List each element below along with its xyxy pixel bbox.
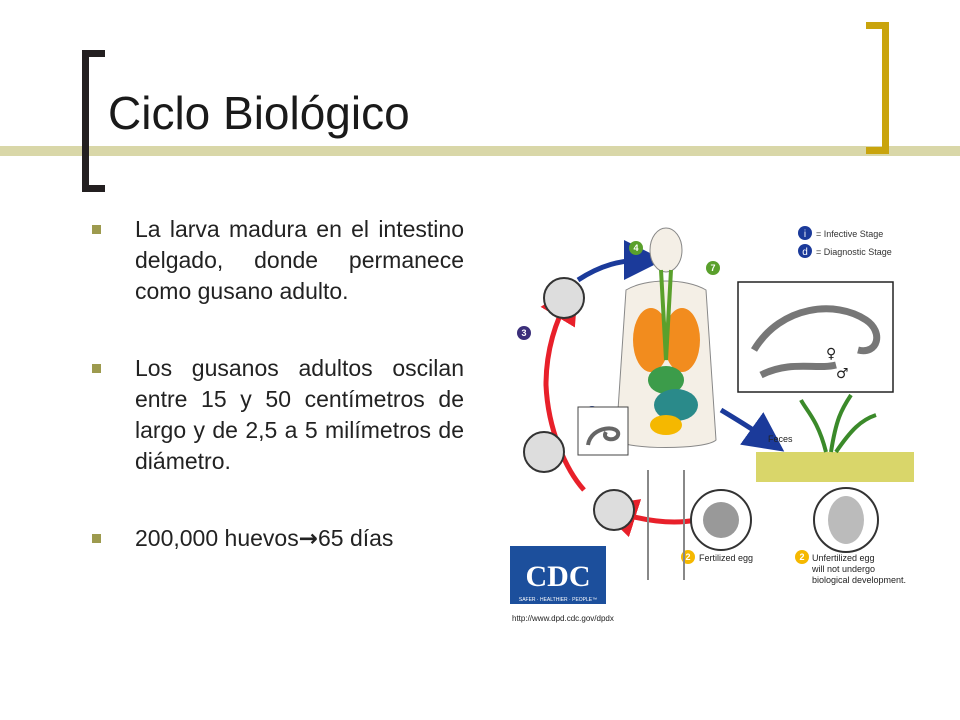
step-2-fertilized: 2 xyxy=(685,552,690,562)
soil-with-grass: Feces xyxy=(756,393,914,482)
diagnostic-symbol: d xyxy=(802,247,808,258)
left-bracket xyxy=(82,50,105,192)
female-icon: ♀ xyxy=(826,346,836,362)
legend-diagnostic-text: = Diagnostic Stage xyxy=(816,247,892,257)
right-arrow-icon: → xyxy=(298,526,318,552)
cdc-logo: CDC SAFER · HEALTHIER · PEOPLE™ http://w… xyxy=(510,546,614,623)
cycle-arrow-red xyxy=(540,282,586,492)
fertilized-label: Fertilized egg xyxy=(699,553,753,563)
step-3: 3 xyxy=(521,328,526,338)
legend: i = Infective Stage d = Diagnostic Stage xyxy=(798,226,892,258)
step-7: 7 xyxy=(710,263,715,273)
egg-zoom: Fertilized egg Unfertilized egg will not… xyxy=(690,487,906,585)
step-2-unfertilized: 2 xyxy=(799,552,804,562)
legend-infective-text: = Infective Stage xyxy=(816,229,883,239)
bullet-text-after: 65 días xyxy=(317,525,394,551)
unfertilized-label-1: Unfertilized egg xyxy=(812,553,875,563)
human-body xyxy=(615,227,717,580)
bullet-text: Los gusanos adultos oscilan entre 15 y 5… xyxy=(135,355,464,474)
right-bracket xyxy=(866,22,889,154)
bullet-item: La larva madura en el intestino delgado,… xyxy=(92,214,464,307)
bullet-text: 200,000 huevos xyxy=(135,525,299,551)
infective-symbol: i xyxy=(804,229,806,240)
cycle-arrow-blue-feces xyxy=(719,407,785,452)
adult-worms-box: ♀ ♂ xyxy=(737,281,894,393)
unfertilized-label-3: biological development. xyxy=(812,575,906,585)
cdc-tagline: SAFER · HEALTHIER · PEOPLE™ xyxy=(519,597,597,603)
feces-label: Feces xyxy=(768,434,793,444)
step-4: 4 xyxy=(633,243,638,253)
cdc-logo-text: CDC xyxy=(526,560,591,593)
bullet-text: La larva madura en el intestino delgado,… xyxy=(135,216,464,304)
male-icon: ♂ xyxy=(836,366,849,382)
cdc-url: http://www.dpd.cdc.gov/dpdx xyxy=(512,614,614,623)
life-cycle-diagram: i = Infective Stage d = Diagnostic Stage… xyxy=(510,226,914,623)
unfertilized-label-2: will not undergo xyxy=(811,564,875,574)
bullet-item: Los gusanos adultos oscilan entre 15 y 5… xyxy=(92,353,464,477)
slide-title: Ciclo Biológico xyxy=(108,87,410,139)
bullet-list: La larva madura en el intestino delgado,… xyxy=(92,214,464,601)
bullet-item: 200,000 huevos→65 días xyxy=(92,523,464,555)
egg-stages xyxy=(523,277,635,531)
title-rule xyxy=(0,146,960,156)
cycle-arrow-blue-top xyxy=(576,240,664,283)
larva-box xyxy=(577,406,629,456)
